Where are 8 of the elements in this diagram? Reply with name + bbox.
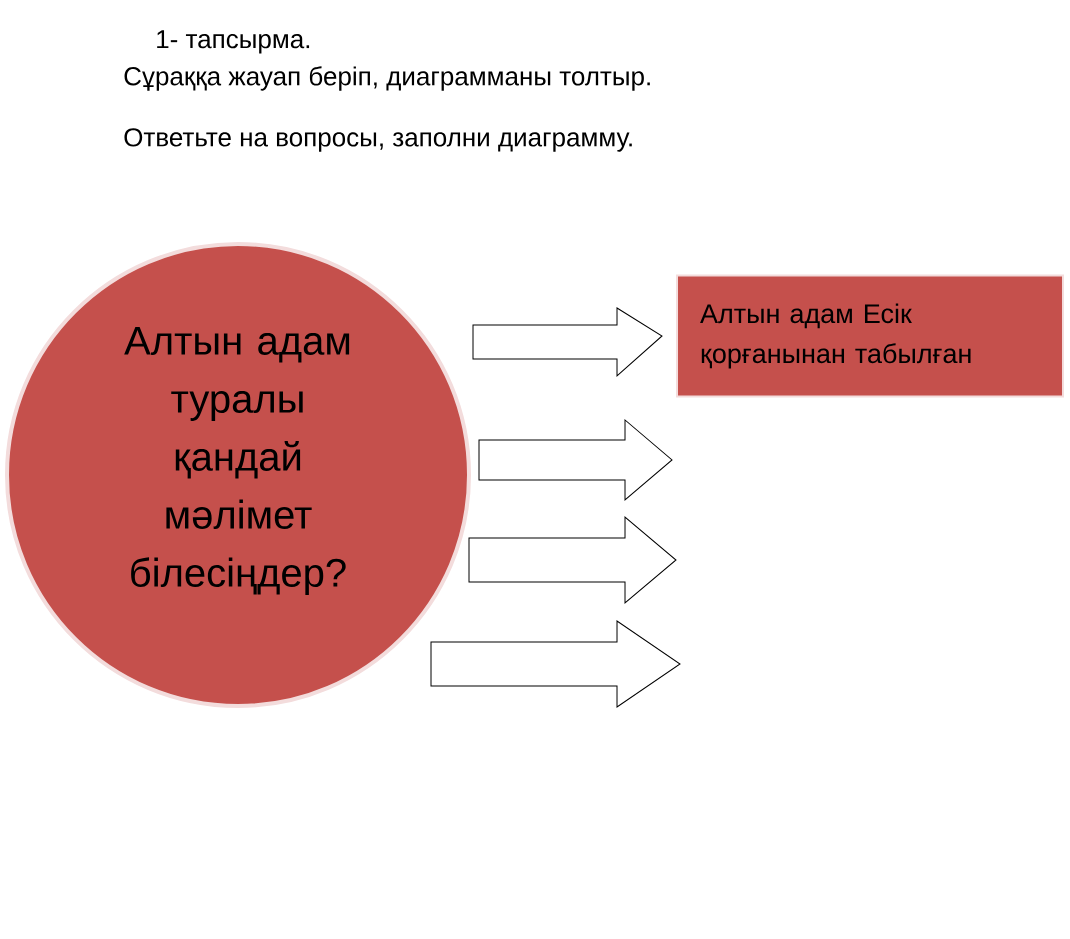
block-arrow (472, 307, 663, 377)
block-arrow (478, 419, 673, 501)
block-arrow (468, 516, 677, 604)
answer-box: Алтын адам Есік қорғанынан табылған (676, 274, 1064, 398)
block-arrow (430, 620, 681, 708)
instruction-text: Ответьте на вопросы, заполни диаграмму. (124, 128, 632, 152)
task-title: 1- тапсырма. (157, 30, 310, 54)
instruction-text: Сұраққа жауап беріп, диаграмманы толтыр. (124, 66, 650, 91)
